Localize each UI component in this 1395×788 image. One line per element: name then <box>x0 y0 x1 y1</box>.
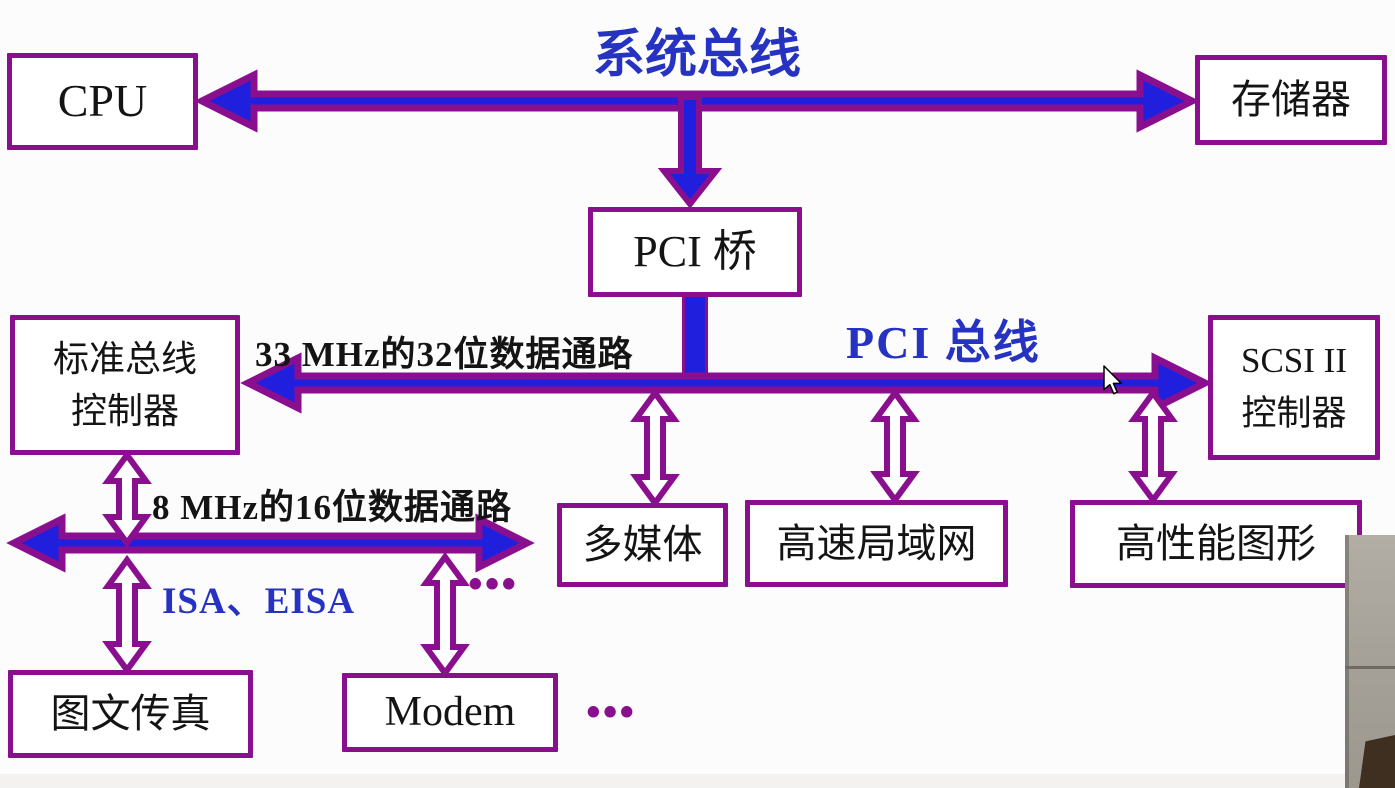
high-performance-graphics-box: 高性能图形 <box>1070 500 1362 588</box>
sysbus-to-pcibridge-arrow <box>657 94 723 209</box>
isa-bus-ellipsis: ••• <box>468 562 519 608</box>
memory-box: 存储器 <box>1195 55 1387 145</box>
modem-box: Modem <box>342 673 558 752</box>
webcam-overlay <box>1345 535 1395 788</box>
pci-bus-arrow <box>240 352 1213 414</box>
multimedia-box: 多媒体 <box>557 503 728 587</box>
webcam-wall-seam <box>1345 666 1395 669</box>
device-row-ellipsis: ••• <box>586 690 637 736</box>
standard-bus-controller-box: 标准总线 控制器 <box>10 315 240 455</box>
fax-box: 图文传真 <box>8 670 253 758</box>
isa-bus-arrow <box>6 513 535 573</box>
pci-bridge-box: PCI 桥 <box>588 207 802 297</box>
webcam-wall-edge <box>1345 535 1349 788</box>
slide-bottom-band <box>0 774 1395 788</box>
pci-bus-label: PCI 总线 <box>846 317 1041 368</box>
system-bus-label: 系统总线 <box>592 27 801 84</box>
high-speed-lan-box: 高速局域网 <box>745 500 1008 587</box>
datapath-8mhz-label: 8 MHz的16位数据通路 <box>152 488 513 527</box>
scsi2-controller-box: SCSI II 控制器 <box>1208 315 1380 460</box>
stdctl-to-isabus-arrow <box>102 449 152 549</box>
datapath-33mhz-label: 33 MHz的32位数据通路 <box>255 335 634 374</box>
cpu-box: CPU <box>7 53 198 150</box>
isa-eisa-label: ISA、EISA <box>162 581 356 622</box>
